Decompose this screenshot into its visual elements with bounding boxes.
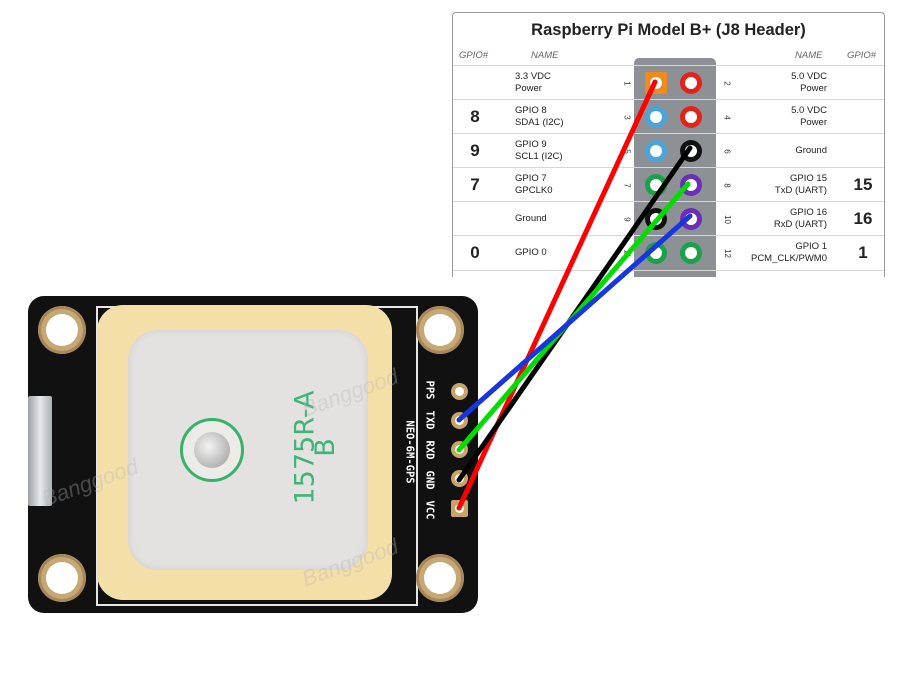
gpio-col-header-left: GPIO# [459, 50, 489, 61]
mounting-hole [416, 306, 464, 354]
gpio-number-right: 15 [853, 175, 873, 194]
gpio-number-right: 1 [858, 243, 868, 262]
header-row: 8 GPIO 8 SDA1 (I2C) 3 4 5.0 VDC Power [453, 99, 884, 134]
pin-name-left: GPIO 9 SCL1 (I2C) [515, 139, 563, 162]
pin-name-right: GPIO 1 PCM_CLK/PWM0 [750, 241, 827, 264]
wire-vcc [456, 79, 658, 511]
mounting-hole [416, 554, 464, 602]
pin-12-hole [685, 247, 697, 259]
header-pins [645, 242, 702, 264]
pin-name-left: GPIO 8 SDA1 (I2C) [515, 105, 564, 128]
header-row: 9 GPIO 9 SCL1 (I2C) 5 6 Ground [453, 133, 884, 168]
gpio-number-left: 7 [470, 175, 480, 194]
pin-name-right: GPIO 16 RxD (UART) [773, 207, 827, 230]
pin-5-hole [650, 145, 662, 157]
gpio-number-left: 9 [470, 141, 480, 160]
gpio-number-left: 0 [470, 243, 480, 262]
gpio-number-right: 16 [853, 209, 873, 228]
pin-name-right: Ground [795, 145, 827, 156]
name-col-header-right: NAME [795, 50, 823, 61]
pin-name-left: GPIO 0 [515, 247, 547, 258]
mounting-hole [38, 306, 86, 354]
wire-txd [456, 213, 693, 423]
name-col-header-left: NAME [531, 50, 559, 61]
mounting-hole [38, 554, 86, 602]
gpio-col-header-right: GPIO# [847, 50, 877, 61]
pin-7-hole [650, 179, 662, 191]
gpio-number-left: 8 [470, 107, 480, 126]
pin-name-left: GPIO 7 GPCLK0 [515, 173, 553, 196]
pin-2-hole [685, 77, 697, 89]
pin-name-right: GPIO 15 TxD (UART) [774, 173, 827, 196]
pin-3-hole [650, 111, 662, 123]
pin-name-right: 5.0 VDC Power [791, 105, 827, 128]
antenna-ceramic [128, 330, 368, 570]
pi-header-title: Raspberry Pi Model B+ (J8 Header) [531, 21, 806, 39]
pin-4-hole [685, 111, 697, 123]
pin-name-left: Ground [515, 213, 547, 224]
pin-name-left: 3.3 VDC Power [515, 71, 551, 94]
antenna-feed-pin [194, 432, 230, 468]
pad-pps [451, 383, 468, 400]
usb-connector [28, 396, 52, 506]
pin-name-right: 5.0 VDC Power [791, 71, 827, 94]
antenna-feed-ring [180, 418, 244, 482]
header-pins [645, 106, 702, 128]
